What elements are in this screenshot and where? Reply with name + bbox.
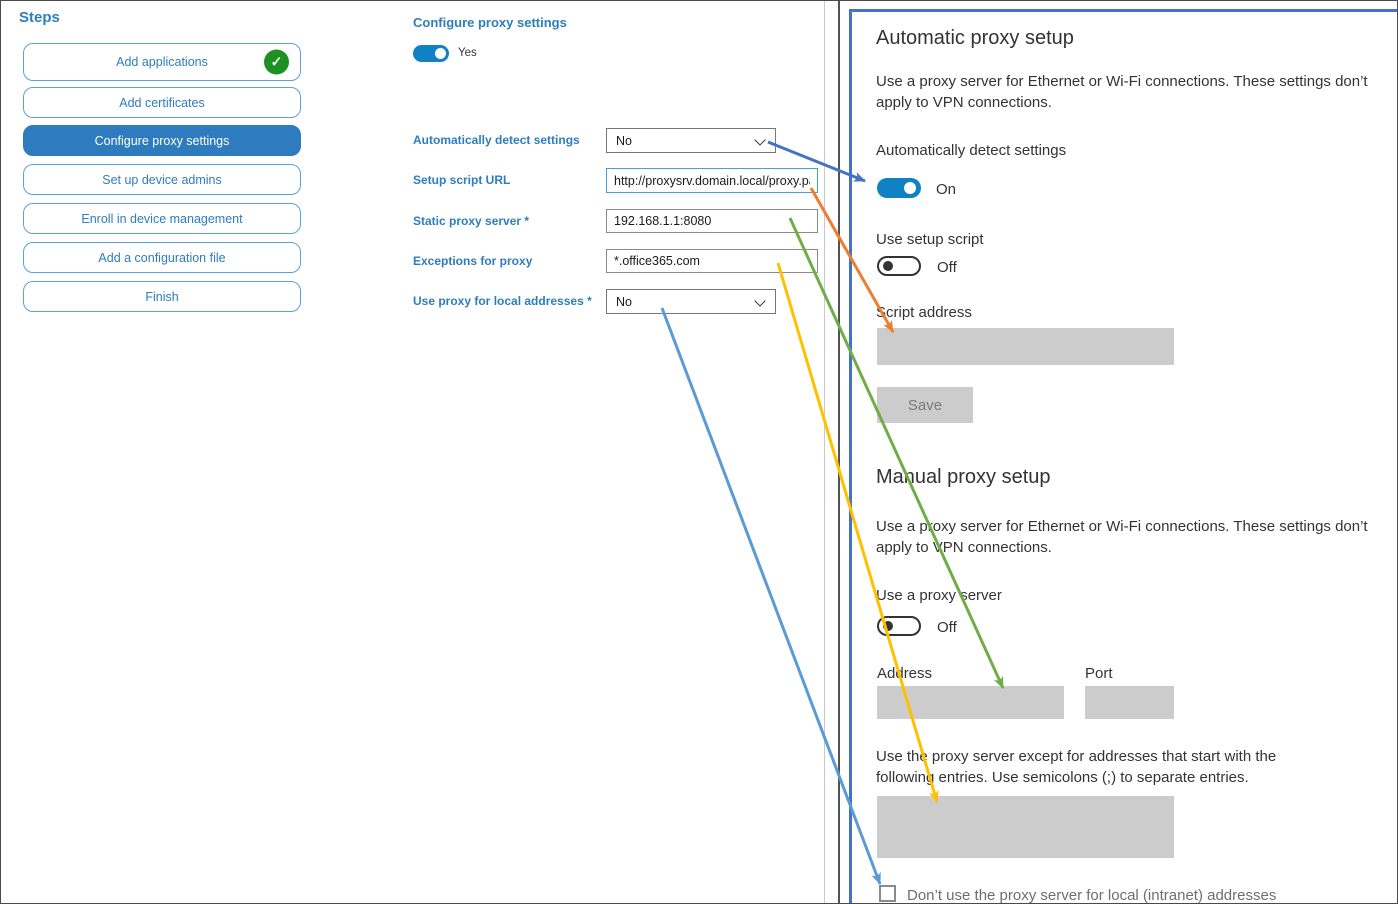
- chevron-down-icon: [754, 134, 766, 146]
- toggle-knob: [883, 621, 893, 631]
- use-setup-script-toggle[interactable]: [877, 256, 921, 276]
- static-proxy-server-input[interactable]: [606, 209, 818, 233]
- use-a-proxy-server-toggle-state: Off: [937, 619, 957, 636]
- local-addresses-mapping-arrow: [660, 307, 882, 885]
- pane-divider-light: [824, 1, 825, 903]
- toggle-knob: [883, 261, 893, 271]
- step-label: Add applications: [116, 55, 208, 69]
- completed-check-icon: ✓: [264, 49, 289, 75]
- use-setup-script-label: Use setup script: [876, 231, 984, 248]
- use-setup-script-toggle-state: Off: [937, 259, 957, 276]
- step-button-finish[interactable]: Finish: [23, 281, 301, 312]
- page-title: Configure proxy settings: [413, 15, 567, 30]
- selected-value: No: [616, 133, 632, 148]
- intranet-addresses-checkbox-label: Don’t use the proxy server for local (in…: [907, 887, 1277, 904]
- step-label: Finish: [145, 289, 179, 304]
- step-label: Add a configuration file: [98, 250, 226, 265]
- automatic-proxy-description: Use a proxy server for Ethernet or Wi-Fi…: [876, 73, 1368, 111]
- use-proxy-for-local-addresses-select[interactable]: No: [606, 289, 776, 314]
- script-address-label: Script address: [876, 304, 972, 321]
- windows-proxy-settings-panel: Automatic proxy setup Use a proxy server…: [849, 9, 1397, 904]
- manual-proxy-setup-heading: Manual proxy setup: [876, 466, 1051, 488]
- automatically-detect-settings-select[interactable]: No: [606, 128, 776, 153]
- save-button[interactable]: Save: [877, 387, 973, 423]
- step-button-configure-proxy-settings[interactable]: Configure proxy settings: [23, 125, 301, 156]
- step-button-enroll-in-device-management[interactable]: Enroll in device management: [23, 203, 301, 234]
- configure-proxy-toggle[interactable]: [413, 45, 449, 62]
- port-label: Port: [1085, 665, 1113, 682]
- selected-value: No: [616, 294, 632, 309]
- detect-settings-label: Automatically detect settings: [876, 142, 1067, 159]
- proxy-exceptions-textarea[interactable]: [877, 796, 1174, 858]
- label-use-proxy-for-local-addresses: Use proxy for local addresses *: [413, 294, 592, 308]
- step-label: Add certificates: [119, 95, 205, 110]
- port-input[interactable]: [1085, 686, 1174, 719]
- detect-settings-toggle-state: On: [936, 181, 957, 198]
- step-button-add-applications[interactable]: Add applications ✓: [23, 43, 301, 81]
- step-button-add-a-configuration-file[interactable]: Add a configuration file: [23, 242, 301, 273]
- setup-script-url-input[interactable]: [606, 168, 818, 193]
- chevron-down-icon: [754, 295, 766, 307]
- toggle-knob: [435, 48, 446, 59]
- pane-divider-dark: [838, 1, 840, 903]
- address-label: Address: [877, 665, 933, 682]
- step-label: Configure proxy settings: [94, 133, 230, 148]
- intranet-addresses-checkbox[interactable]: [879, 885, 896, 902]
- use-a-proxy-server-label: Use a proxy server: [876, 587, 1002, 604]
- step-button-add-certificates[interactable]: Add certificates: [23, 87, 301, 118]
- label-setup-script-url: Setup script URL: [413, 173, 511, 187]
- step-button-set-up-device-admins[interactable]: Set up device admins: [23, 164, 301, 195]
- script-address-input[interactable]: [877, 328, 1174, 365]
- proxy-exceptions-instructions: Use the proxy server except for addresse…: [876, 748, 1277, 786]
- label-automatically-detect-settings: Automatically detect settings: [413, 133, 580, 147]
- steps-panel-title: Steps: [19, 9, 60, 26]
- address-input[interactable]: [877, 686, 1064, 719]
- step-label: Enroll in device management: [81, 211, 243, 226]
- detect-settings-toggle[interactable]: [877, 178, 921, 198]
- toggle-knob: [904, 182, 916, 194]
- label-exceptions-for-proxy: Exceptions for proxy: [413, 254, 533, 268]
- label-static-proxy-server: Static proxy server *: [413, 214, 530, 228]
- step-label: Set up device admins: [102, 172, 222, 187]
- manual-proxy-description: Use a proxy server for Ethernet or Wi-Fi…: [876, 518, 1368, 556]
- configure-proxy-toggle-state: Yes: [458, 47, 477, 59]
- exceptions-for-proxy-input[interactable]: [606, 249, 818, 273]
- automatic-proxy-setup-heading: Automatic proxy setup: [876, 27, 1074, 49]
- use-a-proxy-server-toggle[interactable]: [877, 616, 921, 636]
